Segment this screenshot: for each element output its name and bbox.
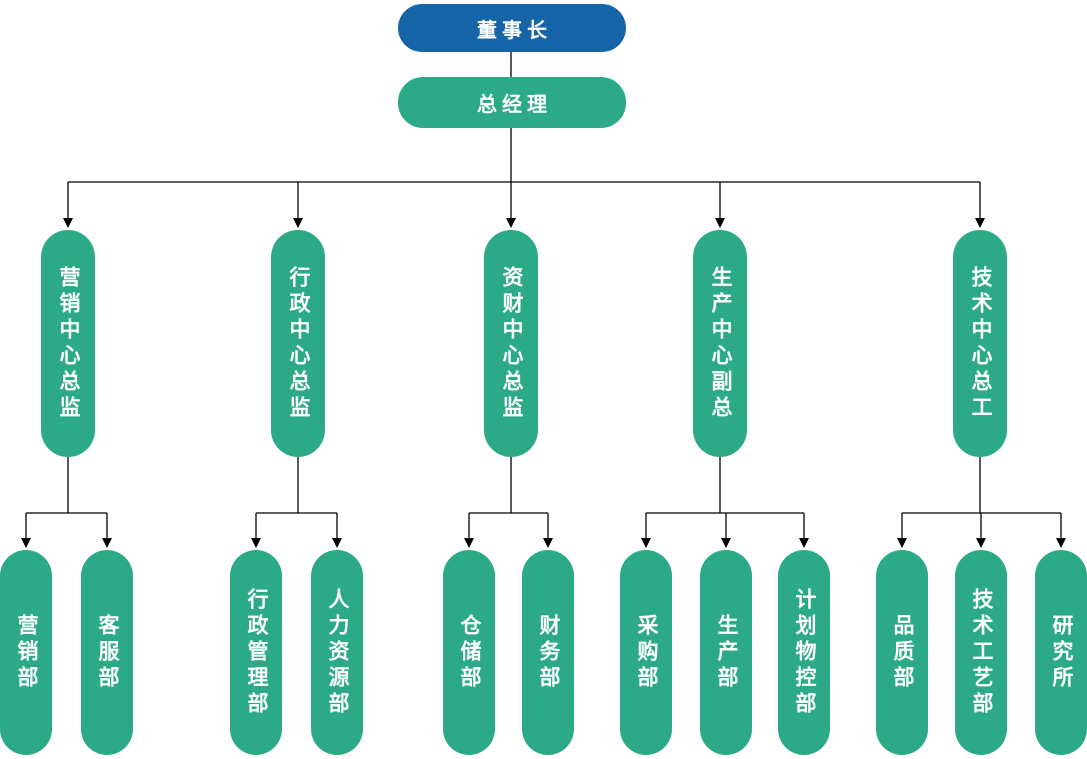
node-chairman: 董事长	[398, 4, 626, 52]
branch-label: 技术中心总工	[969, 265, 992, 422]
dept-label: 技术工艺部	[970, 587, 993, 718]
branch-label: 行政中心总监	[287, 265, 310, 422]
dept-node-research-institute: 研究所	[1035, 550, 1087, 755]
dept-label: 品质部	[891, 613, 914, 692]
dept-node-admin-management: 行政管理部	[230, 550, 282, 755]
branch-label: 营销中心总监	[57, 265, 80, 422]
dept-label: 财务部	[537, 613, 560, 692]
branch-node-admin-center: 行政中心总监	[271, 230, 325, 457]
branch-node-marketing-center: 营销中心总监	[41, 230, 95, 457]
branch-node-production-center: 生产中心副总	[693, 230, 747, 457]
branch-node-finance-center: 资财中心总监	[484, 230, 538, 457]
branch-node-tech-center: 技术中心总工	[953, 230, 1007, 457]
dept-label: 营销部	[15, 613, 38, 692]
dept-label: 生产部	[715, 613, 738, 692]
dept-node-finance: 财务部	[522, 550, 574, 755]
dept-label: 人力资源部	[326, 587, 349, 718]
dept-node-tech-process: 技术工艺部	[955, 550, 1007, 755]
dept-label: 计划物控部	[793, 587, 816, 718]
branch-label: 生产中心副总	[709, 265, 732, 422]
dept-node-production: 生产部	[700, 550, 752, 755]
dept-label: 采购部	[635, 613, 658, 692]
dept-node-warehouse: 仓储部	[443, 550, 495, 755]
branch-label: 资财中心总监	[500, 265, 523, 422]
dept-label: 研究所	[1050, 613, 1073, 692]
node-general-manager: 总经理	[398, 77, 626, 128]
dept-node-customer-service: 客服部	[81, 550, 133, 755]
dept-label: 行政管理部	[245, 587, 268, 718]
dept-node-quality: 品质部	[876, 550, 928, 755]
dept-label: 客服部	[96, 613, 119, 692]
dept-node-procurement: 采购部	[620, 550, 672, 755]
dept-label: 仓储部	[458, 613, 481, 692]
dept-node-planning-material-control: 计划物控部	[778, 550, 830, 755]
dept-node-marketing: 营销部	[0, 550, 52, 755]
dept-node-human-resources: 人力资源部	[311, 550, 363, 755]
